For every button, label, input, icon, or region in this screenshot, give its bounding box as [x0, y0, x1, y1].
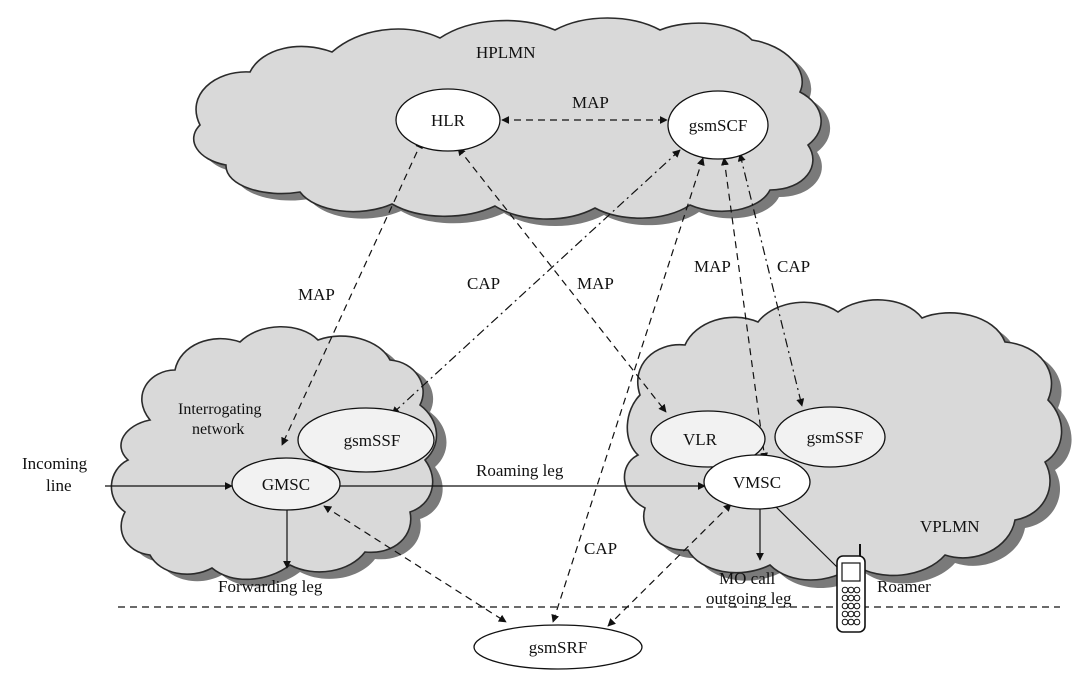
- label-hlr-vlr: MAP: [577, 274, 614, 293]
- label-gsmscf-gsmsrf: CAP: [584, 539, 617, 558]
- mobile-phone-icon: [836, 544, 866, 633]
- label-gsmscf-gsmssf-left: CAP: [467, 274, 500, 293]
- roaming-leg-label: Roaming leg: [476, 461, 564, 480]
- link-gsmscf-gsmssf-right: [737, 153, 805, 407]
- gmsc-node: GMSC: [231, 457, 341, 511]
- gsmsrf-label: gsmSRF: [529, 638, 588, 657]
- label-hlr-gsmscf: MAP: [572, 93, 609, 112]
- gmsc-label: GMSC: [262, 475, 310, 494]
- label-gsmscf-vmsc: MAP: [694, 257, 731, 276]
- roamer-label: Roamer: [877, 577, 931, 596]
- gsmssf-right-node: gsmSSF: [774, 406, 886, 468]
- mo-call-line-2: outgoing leg: [706, 589, 792, 608]
- hlr-node: HLR: [395, 88, 501, 152]
- gsmssf-left-label: gsmSSF: [344, 431, 401, 450]
- gsmscf-label: gsmSCF: [689, 116, 748, 135]
- incoming-line-1: Incoming: [22, 454, 88, 473]
- link-gsmscf-gsmsrf: [551, 157, 705, 623]
- link-hlr-gmsc: [281, 140, 423, 446]
- vmsc-node: VMSC: [703, 454, 811, 510]
- forwarding-leg-label: Forwarding leg: [218, 577, 323, 596]
- gsmssf-right-label: gsmSSF: [807, 428, 864, 447]
- vplmn-label: VPLMN: [920, 517, 980, 536]
- label-gsmscf-gsmssf-right: CAP: [777, 257, 810, 276]
- label-hlr-gmsc: MAP: [298, 285, 335, 304]
- gsmsrf-node: gsmSRF: [473, 624, 643, 670]
- interrogating-line-1: Interrogating: [178, 401, 262, 418]
- hplmn-label: HPLMN: [476, 43, 536, 62]
- vlr-node: VLR: [650, 410, 766, 468]
- incoming-line-label: Incoming line: [22, 454, 91, 495]
- incoming-line-2: line: [46, 476, 72, 495]
- interrogating-line-2: network: [192, 421, 244, 438]
- hlr-label: HLR: [431, 111, 466, 130]
- gsmscf-node: gsmSCF: [667, 90, 769, 160]
- roamer-connection: [770, 501, 839, 569]
- link-gsmscf-vmsc: [721, 157, 768, 461]
- mo-call-line-1: MO call: [719, 569, 775, 588]
- gsmssf-left-node: gsmSSF: [297, 407, 435, 473]
- mo-call-label: MO call outgoing leg: [706, 569, 792, 608]
- vmsc-label: VMSC: [733, 473, 781, 492]
- vlr-label: VLR: [683, 430, 718, 449]
- link-vmsc-gsmsrf: [607, 503, 732, 627]
- interrogating-network-label: Interrogating network: [178, 401, 266, 438]
